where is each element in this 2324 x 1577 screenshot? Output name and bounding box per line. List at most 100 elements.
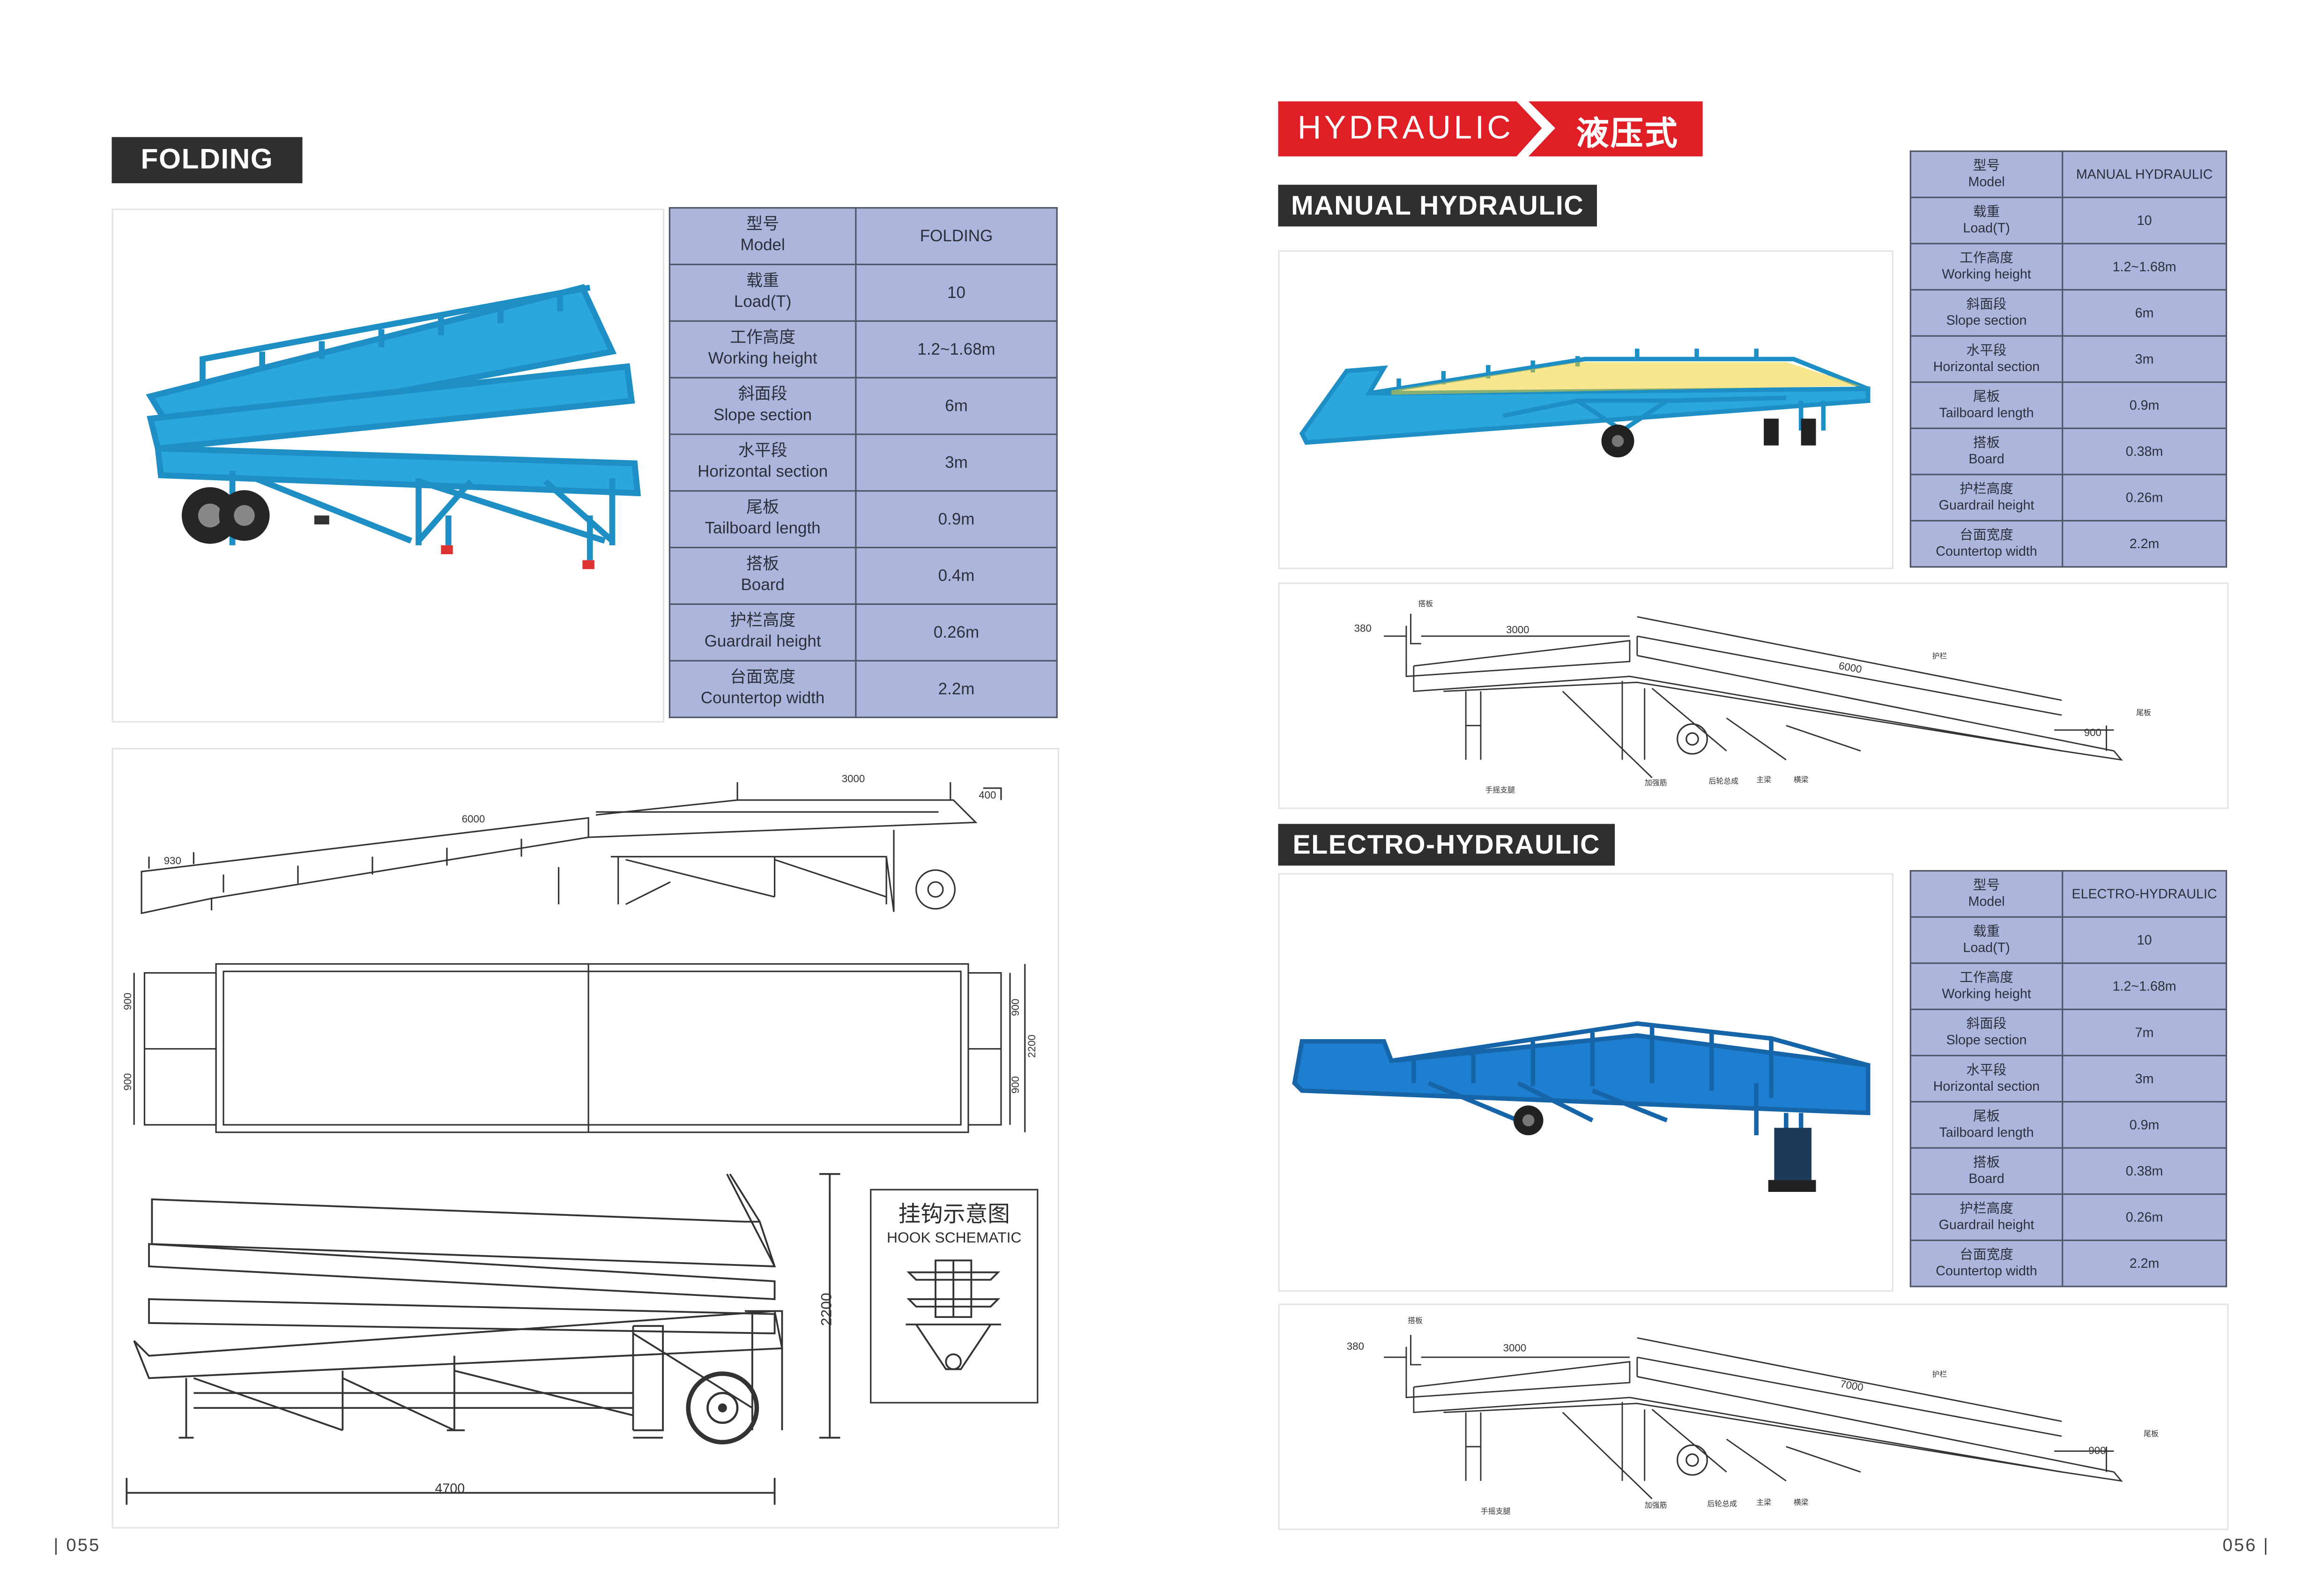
- folding-spec-label-zh: 护栏高度: [730, 612, 796, 631]
- electro-spec-label-zh: 载重: [1973, 924, 2000, 939]
- electro-spec-value-cell: 0.26m: [2062, 1193, 2227, 1241]
- folding-spec-label-en: Board: [741, 576, 785, 594]
- electro-spec-value-cell: 1.2~1.68m: [2062, 962, 2227, 1011]
- folding-spec-label-en: Load(T): [734, 292, 792, 311]
- hook-schematic-title-zh: 挂钩示意图: [898, 1202, 1010, 1228]
- folding-spec-label-en: Slope section: [713, 406, 812, 424]
- electro-hydraulic-ramp-photo: [1292, 1021, 1871, 1192]
- electro-label-hand-leg: 手摇支腿: [1481, 1507, 1511, 1516]
- electro-spec-label-en: Horizontal section: [1933, 1079, 2040, 1094]
- folding-spec-label-zh: 斜面段: [738, 386, 787, 404]
- manual-label-cross-beam: 横梁: [1794, 776, 1809, 784]
- folding-side-dim-slope: 6000: [462, 813, 485, 825]
- electro-spec-value-cell: 3m: [2062, 1055, 2227, 1103]
- folding-side-dim-tail: 930: [164, 855, 181, 866]
- folding-side-dim-horizontal: 3000: [842, 773, 865, 785]
- folding-drawing-panel: [111, 748, 1059, 1529]
- manual-dim-horizontal: 3000: [1506, 624, 1530, 636]
- folding-spec-row: 斜面段 Slope section 6m: [668, 377, 1058, 435]
- manual-dim-tail: 900: [2084, 727, 2101, 738]
- manual-spec-label-zh: 工作高度: [1960, 250, 2013, 266]
- electro-label-rib: 加强筋: [1645, 1501, 1667, 1510]
- folding-plan-dim-b: 900: [122, 1073, 134, 1091]
- electro-hydraulic-section-label: ELECTRO-HYDRAULIC: [1278, 824, 1615, 866]
- manual-spec-value-cell: 0.9m: [2062, 381, 2227, 429]
- manual-spec-value-cell: 3m: [2062, 335, 2227, 383]
- folding-spec-label-en: Countertop width: [700, 689, 825, 707]
- electro-spec-label-en: Guardrail height: [1938, 1217, 2034, 1232]
- electro-dim-tail: 900: [2088, 1445, 2106, 1457]
- hydraulic-banner-zh: 液压式: [1576, 114, 1679, 152]
- hook-schematic-title-en: HOOK SCHEMATIC: [887, 1230, 1022, 1247]
- hydraulic-banner: HYDRAULIC 液压式: [1278, 101, 1703, 156]
- electro-spec-value-cell: 0.38m: [2062, 1147, 2227, 1195]
- electro-spec-value-cell: 10: [2062, 916, 2227, 964]
- electro-spec-label-en: Board: [1968, 1171, 2005, 1186]
- folding-plan-dim-d: 900: [1010, 1076, 1021, 1093]
- folding-section-label: FOLDING: [111, 137, 303, 184]
- hook-schematic-drawing: [906, 1259, 1001, 1370]
- folding-spec-label-zh: 载重: [746, 273, 780, 291]
- electro-spec-label-en: Working height: [1942, 986, 2031, 1001]
- folding-plan-dim-c: 900: [1010, 999, 1021, 1016]
- folding-spec-label-zh: 台面宽度: [730, 669, 796, 687]
- manual-spec-label-zh: 型号: [1973, 158, 2000, 173]
- manual-label-hand-leg: 手摇支腿: [1485, 786, 1515, 795]
- manual-hydraulic-section-label: MANUAL HYDRAULIC: [1278, 185, 1597, 227]
- manual-spec-label-zh: 台面宽度: [1960, 528, 2013, 543]
- folding-photo-panel: [111, 208, 665, 723]
- manual-spec-value-cell: 6m: [2062, 289, 2227, 337]
- electro-spec-label-zh: 工作高度: [1960, 970, 2013, 985]
- electro-dim-slope: 7000: [1839, 1378, 1864, 1393]
- manual-spec-label-zh: 尾板: [1973, 389, 2000, 404]
- manual-spec-value-cell: 1.2~1.68m: [2062, 243, 2227, 291]
- electro-label-guardrail: 护栏: [1932, 1370, 1947, 1378]
- manual-label-rib: 加强筋: [1645, 779, 1667, 787]
- manual-spec-label-en: Tailboard length: [1939, 405, 2034, 420]
- electro-hydraulic-drawing-panel: 380 3000 7000 900 搭板 护栏 尾板 手摇支腿 加强筋 后轮总成…: [1278, 1303, 2229, 1530]
- folding-spec-label-zh: 水平段: [738, 443, 787, 461]
- folding-folded-view-drawing: 2200 4700: [126, 1173, 840, 1505]
- folding-spec-value-cell: 3m: [855, 433, 1058, 492]
- manual-spec-value-cell: 0.26m: [2062, 474, 2227, 522]
- hydraulic-banner-bg: [1278, 101, 1703, 156]
- electro-spec-label-zh: 护栏高度: [1960, 1201, 2013, 1216]
- folding-spec-label-en: Horizontal section: [698, 462, 828, 481]
- folding-ramp-photo: [146, 284, 641, 569]
- folding-spec-value-cell: 6m: [855, 377, 1058, 435]
- folding-spec-label-zh: 工作高度: [730, 329, 796, 348]
- folding-spec-value-cell: 0.4m: [855, 547, 1058, 605]
- electro-spec-label-zh: 型号: [1973, 878, 2000, 893]
- manual-spec-label-en: Working height: [1942, 267, 2031, 282]
